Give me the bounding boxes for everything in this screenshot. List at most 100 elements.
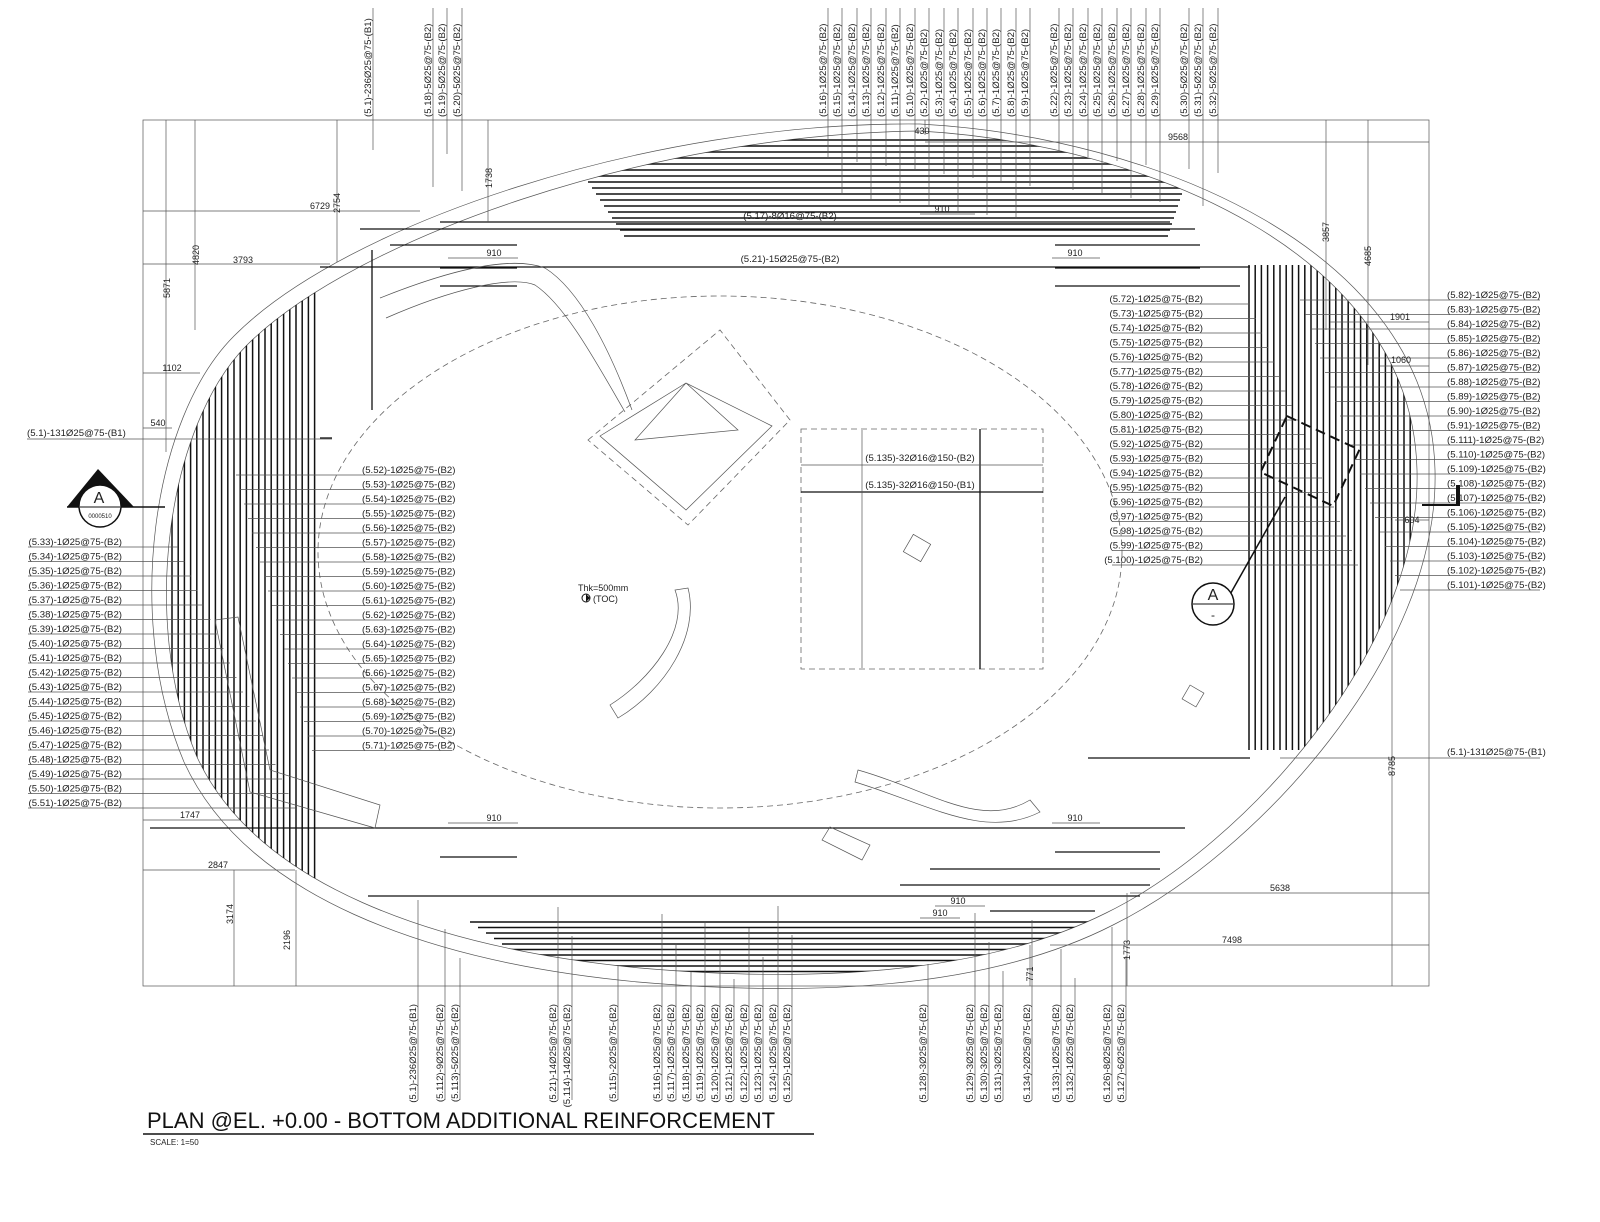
wall-segment [214,616,381,829]
dimension-label: 3857 [1321,222,1331,242]
mid-left-rebar-label: (5.62)-1Ø25@75-(B2) [362,610,455,621]
mid-right-rebar-label: (5.76)-1Ø25@75-(B2) [1110,352,1203,363]
callout-label-b1-right: (5.1)-131Ø25@75-(B1) [1447,747,1546,758]
far-right-rebar-label: (5.84)-1Ø25@75-(B2) [1447,319,1540,330]
mid-right-rebar-label: (5.81)-1Ø25@75-(B2) [1110,425,1203,436]
callout-label-5-17: (5.17)-8Ø16@75-(B2) [743,211,836,222]
left-rebar-label: (5.51)-1Ø25@75-(B2) [29,798,122,809]
bottom-rebar-label: (5.130)-3Ø25@75-(B2) [979,1004,990,1103]
curved-wall [379,263,633,413]
top-rebar-label: (5.28)-1Ø25@75-(B2) [1136,24,1147,117]
dimension-label: 1901 [1390,312,1410,322]
bottom-rebar-label: (5.133)-1Ø25@75-(B2) [1051,1004,1062,1103]
top-rebar-label: (5.19)-5Ø25@75-(B2) [437,24,448,117]
top-rebar-label: (5.20)-5Ø25@75-(B2) [452,24,463,117]
top-rebar-label: (5.26)-1Ø25@75-(B2) [1107,24,1118,117]
top-rebar-label: (5.2)-1Ø25@75-(B2) [919,29,930,117]
mid-left-rebar-label: (5.57)-1Ø25@75-(B2) [362,538,455,549]
mid-right-rebar-label: (5.96)-1Ø25@75-(B2) [1110,497,1203,508]
mid-right-rebar-label: (5.73)-1Ø25@75-(B2) [1110,309,1203,320]
dimension-label: 2196 [282,930,292,950]
bottom-rebar-label: (5.124)-1Ø25@75-(B2) [768,1004,779,1103]
stair-core [599,382,773,511]
far-right-rebar-label: (5.91)-1Ø25@75-(B2) [1447,421,1540,432]
far-right-rebar-label: (5.88)-1Ø25@75-(B2) [1447,377,1540,388]
slab-outline-inner [166,130,1418,975]
bottom-rebar-label: (5.21)-14Ø25@75-(B2) [548,1004,559,1103]
far-right-rebar-label: (5.110)-1Ø25@75-(B2) [1447,450,1545,461]
far-right-rebar-label: (5.103)-1Ø25@75-(B2) [1447,551,1546,562]
mid-right-rebar-label: (5.93)-1Ø25@75-(B2) [1110,454,1203,465]
dimension-label: 4820 [191,245,201,265]
mid-left-rebar-label: (5.59)-1Ø25@75-(B2) [362,567,455,578]
far-right-rebar-label: (5.106)-1Ø25@75-(B2) [1447,508,1546,519]
far-right-rebar-label: (5.104)-1Ø25@75-(B2) [1447,537,1546,548]
far-right-rebar-label: (5.90)-1Ø25@75-(B2) [1447,406,1540,417]
mid-right-rebar-label: (5.92)-1Ø25@75-(B2) [1110,439,1203,450]
mid-left-rebar-label: (5.54)-1Ø25@75-(B2) [362,494,455,505]
leader-lines [27,8,1540,1100]
toc-label: (TOC) [593,594,618,604]
left-rebar-label: (5.50)-1Ø25@75-(B2) [29,784,122,795]
section-ref: - [1211,608,1215,622]
left-rebar-label: (5.38)-1Ø25@75-(B2) [29,610,122,621]
bottom-rebar-label: (5.134)-2Ø25@75-(B2) [1022,1004,1033,1103]
left-rebar-label: (5.44)-1Ø25@75-(B2) [29,697,122,708]
mid-left-rebar-label: (5.53)-1Ø25@75-(B2) [362,480,455,491]
section-cut-marker-right[interactable]: A - [1191,414,1460,626]
mid-left-rebar-label: (5.55)-1Ø25@75-(B2) [362,509,455,520]
mid-left-rebar-label: (5.56)-1Ø25@75-(B2) [362,523,455,534]
bottom-rebar-label: (5.123)-1Ø25@75-(B2) [753,1004,764,1103]
mid-right-rebar-label: (5.98)-1Ø25@75-(B2) [1110,526,1203,537]
mid-left-rebar-label: (5.61)-1Ø25@75-(B2) [362,596,455,607]
dimension-label: 430 [914,126,929,136]
mid-right-rebar-label: (5.100)-1Ø25@75-(B2) [1104,555,1203,566]
left-rebar-label: (5.42)-1Ø25@75-(B2) [29,668,122,679]
mid-right-rebar-label: (5.72)-1Ø25@75-(B2) [1110,294,1203,305]
mid-left-rebar-label: (5.66)-1Ø25@75-(B2) [362,668,455,679]
slab-thickness-label: Thk=500mm [578,583,628,593]
top-rebar-label: (5.27)-1Ø25@75-(B2) [1121,24,1132,117]
left-rebar-label: (5.45)-1Ø25@75-(B2) [29,711,122,722]
top-rebar-label: (5.25)-1Ø25@75-(B2) [1092,24,1103,117]
curved-wall [854,769,1041,823]
bottom-rebar-label: (5.127)-6Ø25@75-(B2) [1116,1004,1127,1103]
bottom-rebar-label: (5.132)-1Ø25@75-(B2) [1065,1004,1076,1103]
top-rebar-label: (5.18)-5Ø25@75-(B2) [423,24,434,117]
top-rebar-label: (5.14)-1Ø25@75-(B2) [847,24,858,117]
dimension-label: 910 [932,908,947,918]
mid-left-rebar-label: (5.63)-1Ø25@75-(B2) [362,625,455,636]
bottom-rebar-label: (5.114)-14Ø25@75-(B2) [562,1004,573,1107]
mid-left-rebar-label: (5.64)-1Ø25@75-(B2) [362,639,455,650]
callout-label-b1-left: (5.1)-131Ø25@75-(B1) [27,428,126,439]
bottom-rebar-label: (5.113)-5Ø25@75-(B2) [450,1004,461,1102]
left-rebar-label: (5.40)-1Ø25@75-(B2) [29,639,122,650]
top-rebar-label: (5.5)-1Ø25@75-(B2) [963,29,974,117]
dimension-label: 604 [1404,515,1419,525]
left-rebar-label: (5.48)-1Ø25@75-(B2) [29,755,122,766]
bottom-rebar-label: (5.120)-1Ø25@75-(B2) [710,1004,721,1103]
dimension-label: 2754 [332,193,342,213]
bottom-rebar-label: (5.112)-9Ø25@75-(B2) [435,1004,446,1102]
far-right-rebar-label: (5.87)-1Ø25@75-(B2) [1447,363,1540,374]
mid-right-rebar-label: (5.80)-1Ø25@75-(B2) [1110,410,1203,421]
dimension-label: 2847 [208,860,228,870]
section-marker-left[interactable]: A 0000510 [67,469,165,528]
far-right-rebar-label: (5.108)-1Ø25@75-(B2) [1447,479,1546,490]
toc-symbol [581,593,591,603]
bottom-rebar-label: (5.118)-1Ø25@75-(B2) [681,1004,692,1102]
drawing-title: PLAN @EL. +0.00 - BOTTOM ADDITIONAL REIN… [147,1108,775,1133]
mid-right-rebar-label: (5.97)-1Ø25@75-(B2) [1110,512,1203,523]
left-rebar-label: (5.33)-1Ø25@75-(B2) [29,537,122,548]
top-rebar-label: (5.9)-1Ø25@75-(B2) [1020,29,1031,117]
far-right-rebar-label: (5.101)-1Ø25@75-(B2) [1447,580,1546,591]
dimension-label: 1773 [1122,940,1132,960]
dimension-label: 1747 [180,810,200,820]
left-rebar-label: (5.37)-1Ø25@75-(B2) [29,595,122,606]
top-rebar-label: (5.1)-236Ø25@75-(B1) [363,18,374,117]
dimension-label: 910 [486,248,501,258]
bottom-rebar-label: (5.1)-236Ø25@75-(B1) [408,1004,419,1103]
far-right-rebar-label: (5.105)-1Ø25@75-(B2) [1447,522,1546,533]
mid-left-rebar-label: (5.71)-1Ø25@75-(B2) [362,741,455,752]
